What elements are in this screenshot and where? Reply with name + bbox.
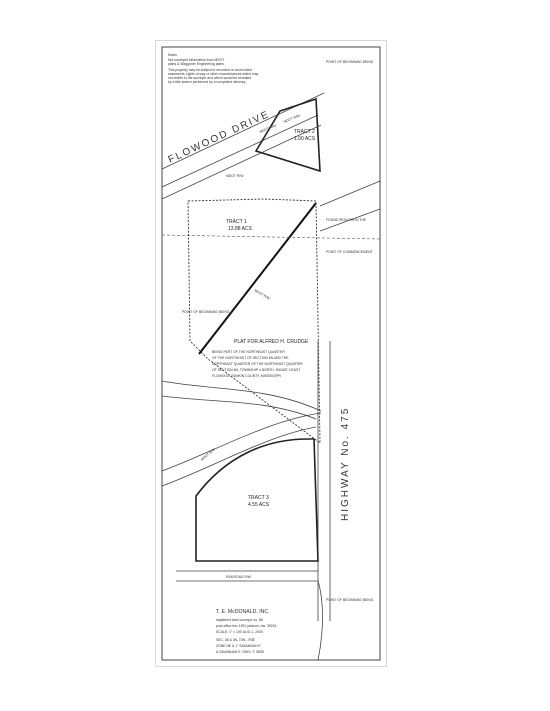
- svg-text:RAILROAD R/W: RAILROAD R/W: [226, 575, 252, 579]
- svg-text:easements, rights of way or ot: easements, rights of way or other encumb…: [168, 72, 259, 76]
- svg-text:POINT OF BEGINNING BEING: POINT OF BEGINNING BEING: [326, 598, 374, 602]
- svg-text:BEING PART OF THE NORTHEAST QU: BEING PART OF THE NORTHEAST QUARTER: [212, 350, 285, 354]
- tract-3-label: TRACT 3: [248, 495, 269, 501]
- svg-text:Notes: Notes: [168, 53, 177, 57]
- tract-1-label: TRACT 1: [226, 219, 247, 225]
- svg-text:OF SECTION 5N, TOWNSHIP 4 NORT: OF SECTION 5N, TOWNSHIP 4 NORTH, RANGE 3…: [212, 368, 300, 372]
- surveyor-name: T. E. McDONALD, INC.: [216, 609, 270, 615]
- svg-text:post office box 1991 jackson: post office box 1991 jackson, ms. 39215: [216, 624, 277, 628]
- svg-text:MDOT R/W: MDOT R/W: [259, 123, 277, 134]
- tract-2-label: TRACT 2: [294, 129, 315, 135]
- svg-text:FOUND IRON PIN IN THE: FOUND IRON PIN IN THE: [326, 218, 367, 222]
- svg-text:not visible to the surveyor an: not visible to the surveyor and which wo…: [168, 76, 251, 80]
- svg-text:ZONE NE & 1" SAVANNAH E: ZONE NE & 1" SAVANNAH E: [216, 644, 261, 648]
- svg-text:This property may be subject t: This property may be subject to recorded…: [168, 68, 252, 72]
- section-line: [161, 234, 381, 240]
- svg-text:MDOT R/W: MDOT R/W: [254, 288, 272, 301]
- plat-title: PLAT FOR ALFRED H. CRUDGE: [234, 339, 309, 345]
- surveyor-block: T. E. McDONALD, INC. registered land sur…: [216, 609, 277, 654]
- svg-text:SEC. 36 & 3N, T5N - R3E: SEC. 36 & 3N, T5N - R3E: [216, 638, 256, 642]
- tract-1-area: 13.88 ACS: [228, 226, 253, 232]
- interchange-ramps: [161, 380, 322, 487]
- diagonal-boundary: [198, 202, 317, 355]
- tract-2-outline: [254, 97, 321, 173]
- svg-text:SCALE: 1" = 100': SCALE: 1" = 100' AUG 1, 2005: [216, 630, 263, 634]
- svg-text:& SAVANNAH E. DWG. F. 5895: & SAVANNAH E. DWG. F. 5895: [216, 650, 264, 654]
- svg-text:by a title search performed by: by a title search performed by a compete…: [168, 80, 246, 84]
- drawing-frame: [161, 46, 381, 661]
- svg-text:POINT OF BEGINNING BEING: POINT OF BEGINNING BEING: [326, 60, 374, 64]
- svg-text:POINT OF COMMENCEMENT: POINT OF COMMENCEMENT: [326, 250, 373, 254]
- highway-475-road: [317, 180, 381, 621]
- svg-text:MDOT R/W: MDOT R/W: [226, 174, 244, 178]
- tract-2-area: 1.00 ACS: [294, 136, 316, 142]
- svg-text:NORTHEAST QUARTER OF THE NORTH: NORTHEAST QUARTER OF THE NORTHEAST QUART…: [212, 362, 303, 366]
- highway-475-label: HIGHWAY No. 475: [340, 407, 351, 521]
- svg-text:FLOWOOD, RANKIN COUNTY, MISSIS: FLOWOOD, RANKIN COUNTY, MISSISSIPPI: [212, 374, 281, 378]
- svg-text:registered land surveyor no. 8: registered land surveyor no. 86: [216, 618, 263, 622]
- highway-curve: [317, 580, 323, 661]
- tract-3-area: 4.55 ACS: [248, 502, 270, 508]
- plat-sheet: Notes Not surveyed information from MDOT…: [155, 40, 387, 667]
- plat-title-block: PLAT FOR ALFRED H. CRUDGE BEING PART OF …: [212, 339, 309, 378]
- svg-text:OF THE NORTHEAST OF SECTION 5N: OF THE NORTHEAST OF SECTION 5N AND THE: [212, 356, 289, 360]
- plat-drawing: Notes Not surveyed information from MDOT…: [161, 46, 381, 661]
- flowood-drive-label: FLOWOOD DRIVE: [167, 109, 272, 166]
- svg-text:POINT OF BEGINNING BEING: POINT OF BEGINNING BEING: [182, 310, 230, 314]
- svg-text:plans & Waggoner Engineering p: plans & Waggoner Engineering plans.: [168, 62, 225, 66]
- notes-block: Notes Not surveyed information from MDOT…: [168, 53, 259, 84]
- svg-text:MDOT R/W: MDOT R/W: [283, 113, 301, 124]
- svg-text:Not surveyed information from: Not surveyed information from MDOT: [168, 58, 224, 62]
- tract-3-outline: [195, 438, 319, 562]
- tract-1-outline: [187, 198, 321, 444]
